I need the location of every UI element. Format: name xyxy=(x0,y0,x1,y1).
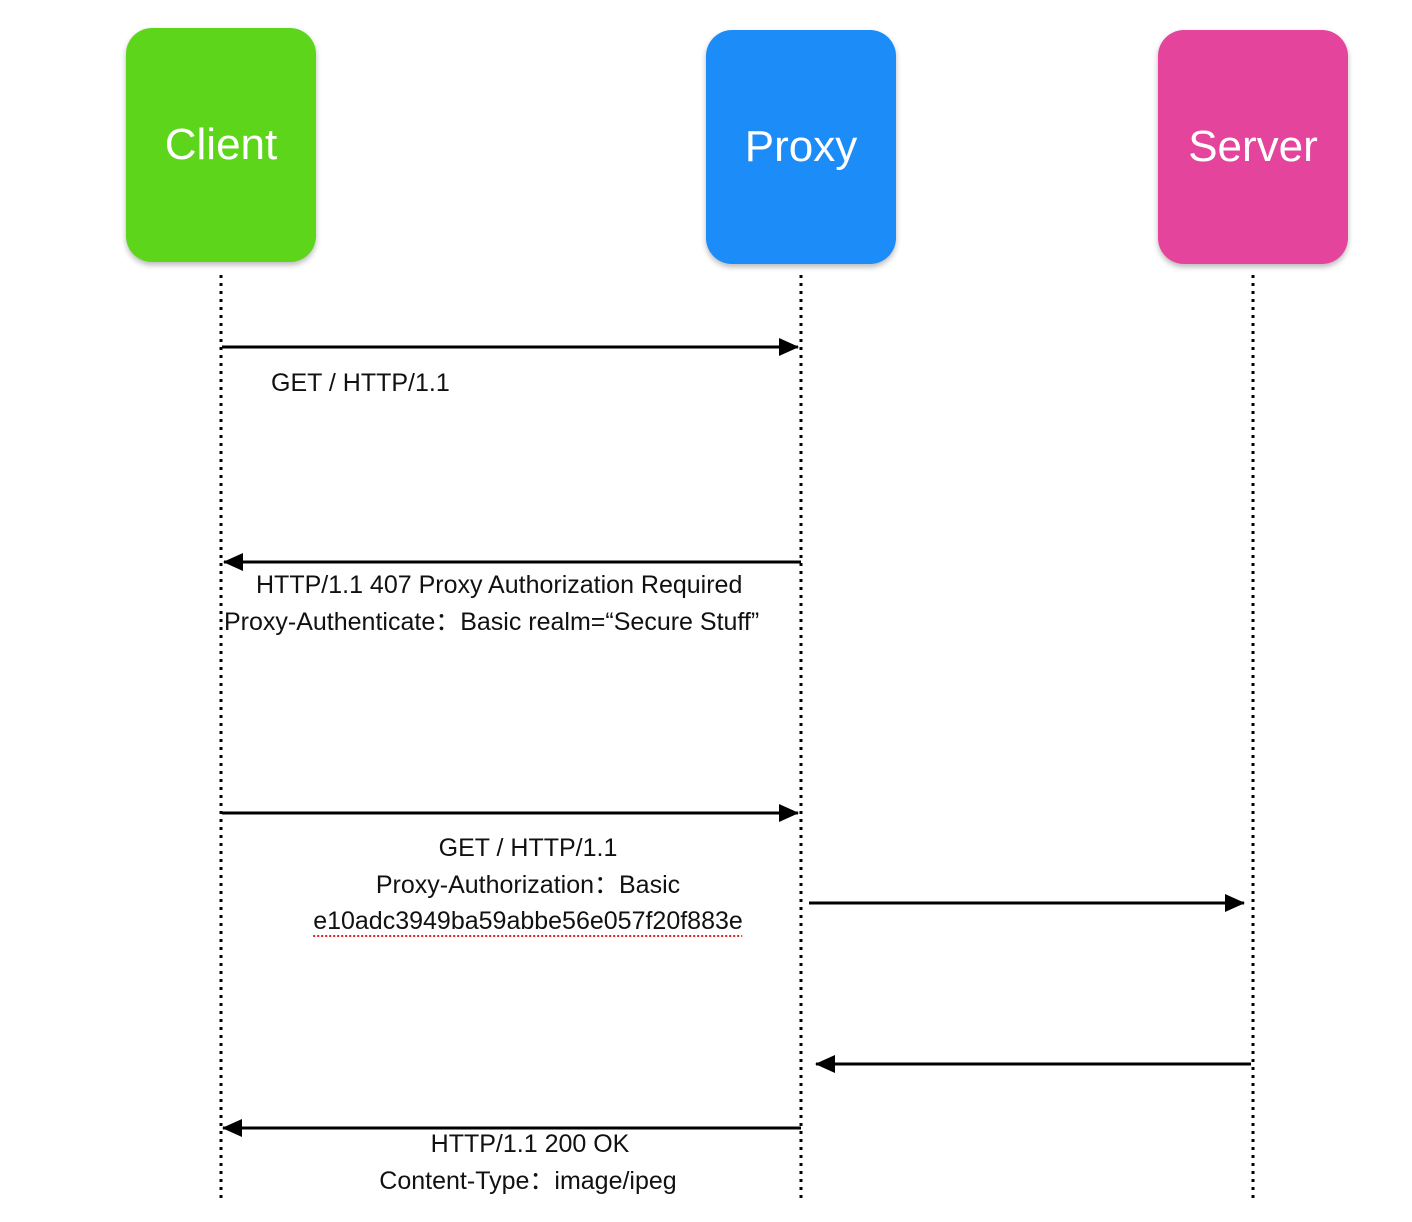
message-6-line-2: Content-Type：image/ipeg xyxy=(379,1167,677,1195)
message-3-line-3: e10adc3949ba59abbe56e057f20f883e xyxy=(313,906,743,936)
actor-server: Server xyxy=(1158,30,1348,264)
message-6-line-1: HTTP/1.1 200 OK xyxy=(430,1130,630,1158)
message-3-line-2: Proxy-Authorization：Basic xyxy=(375,871,681,899)
message-1-line-1: GET / HTTP/1.1 xyxy=(271,369,450,397)
auth-token: e10adc3949ba59abbe56e057f20f883e xyxy=(313,907,743,935)
actor-server-label: Server xyxy=(1188,122,1318,171)
actor-proxy: Proxy xyxy=(706,30,896,264)
actor-proxy-label: Proxy xyxy=(744,122,858,171)
actor-client: Client xyxy=(126,28,316,262)
message-3-line-1: GET / HTTP/1.1 xyxy=(438,834,618,862)
actor-client-label: Client xyxy=(164,120,278,169)
message-2-line-1: HTTP/1.1 407 Proxy Authorization Require… xyxy=(256,571,743,599)
message-2-line-2: Proxy-Authenticate：Basic realm=“Secure S… xyxy=(224,608,760,636)
